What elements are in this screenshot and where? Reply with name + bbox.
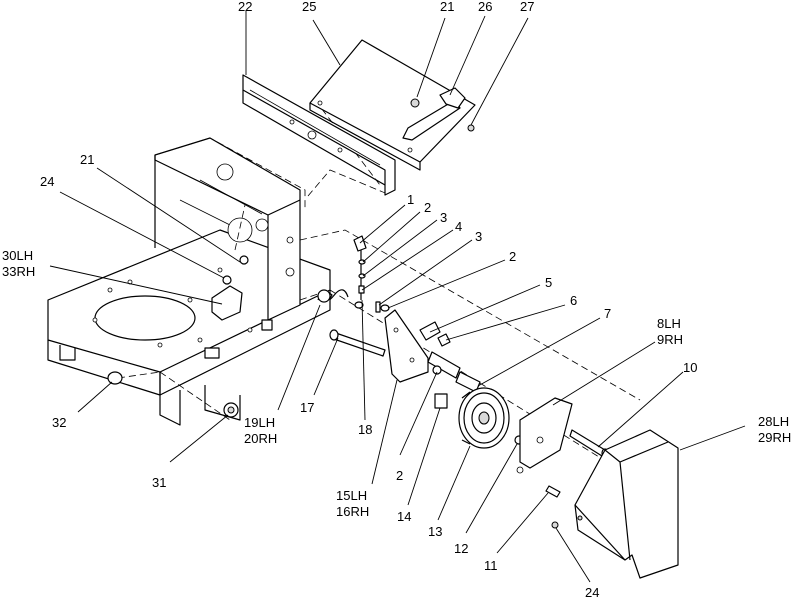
callout-10: 10 [683,360,697,375]
callout-26: 26 [478,0,492,14]
belt-cover [551,429,679,579]
callout-3: 3 [475,229,482,244]
callout-29rh: 29RH [758,430,791,445]
idler-hardware [317,235,481,409]
callout-19lh: 19LH [244,415,275,430]
pulley [458,387,524,449]
callout-21: 21 [440,0,454,14]
idler-bracket [516,397,609,498]
callout-16rh: 16RH [336,504,369,519]
callout-27: 27 [520,0,534,14]
callout-14: 14 [397,509,411,524]
callout-17: 17 [300,400,314,415]
callout-31: 31 [152,475,166,490]
phantom-lines [117,99,641,471]
callout-2: 2 [424,200,431,215]
callout-30lh: 30LH [2,248,33,263]
callout-24: 24 [40,174,54,189]
callout-33rh: 33RH [2,264,35,279]
callout-7: 7 [604,306,611,321]
callout-25: 25 [302,0,316,14]
leader-lines [49,10,746,583]
callout-28lh: 28LH [758,414,789,429]
callout-11: 11 [484,558,498,573]
callout-24: 24 [585,585,599,600]
callout-21: 21 [80,152,94,167]
callout-8lh: 8LH [657,316,681,331]
callout-15lh: 15LH [336,488,367,503]
callout-9rh: 9RH [657,332,683,347]
lower-nuts [107,255,249,418]
callout-20rh: 20RH [244,431,277,446]
callout-1: 1 [407,192,414,207]
callout-4: 4 [455,219,462,234]
callout-labels: 22 25 21 26 27 21 24 30LH 33RH 1 2 3 4 3… [2,0,791,600]
callout-5: 5 [545,275,552,290]
top-plate-assembly [242,39,476,196]
callout-12: 12 [454,541,468,556]
chassis-frame [47,137,331,426]
callout-32: 32 [52,415,66,430]
callout-3: 3 [440,210,447,225]
callout-6: 6 [570,293,577,308]
callout-2: 2 [509,249,516,264]
callout-18: 18 [358,422,372,437]
callout-13: 13 [428,524,442,539]
callout-22: 22 [238,0,252,14]
callout-2: 2 [396,468,403,483]
